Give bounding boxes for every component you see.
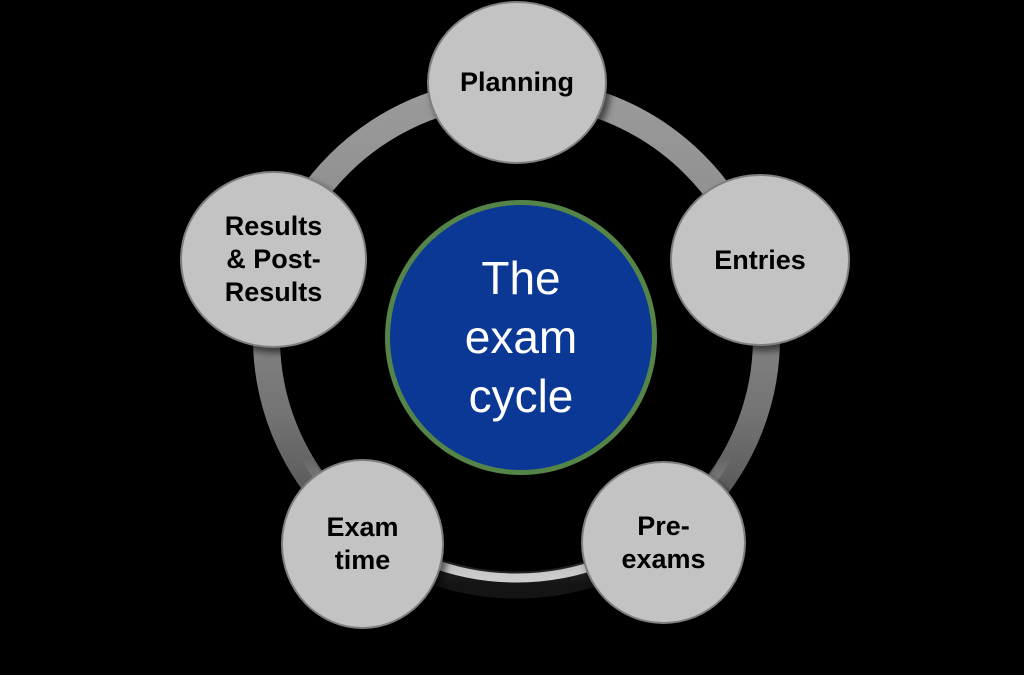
node-entries-label: Entries [714, 244, 806, 277]
label-line: cycle [468, 370, 574, 422]
node-planning-label: Planning [460, 66, 574, 99]
center-label: The exam cycle [465, 249, 577, 426]
node-exam-time: Exam time [281, 459, 444, 629]
node-results-post-results: Results & Post- Results [180, 171, 367, 348]
node-center-exam-cycle: The exam cycle [385, 200, 657, 475]
label-line: time [334, 545, 391, 575]
node-results-post-results-label: Results & Post- Results [225, 210, 323, 309]
label-line: The [481, 252, 561, 304]
node-exam-time-label: Exam time [326, 511, 398, 577]
node-planning: Planning [427, 1, 607, 164]
label-line: Results [224, 211, 323, 241]
label-line: Pre- [637, 510, 690, 541]
label-line: Exam [326, 512, 399, 542]
node-entries: Entries [670, 174, 850, 346]
node-pre-exams: Pre- exams [581, 461, 746, 624]
label-line: exams [621, 543, 706, 574]
node-pre-exams-label: Pre- exams [621, 510, 705, 576]
label-line: exam [464, 311, 578, 363]
label-line: Planning [460, 67, 574, 97]
label-line: & Post- [226, 244, 321, 274]
label-line: Entries [714, 244, 806, 275]
label-line: Results [224, 277, 323, 307]
